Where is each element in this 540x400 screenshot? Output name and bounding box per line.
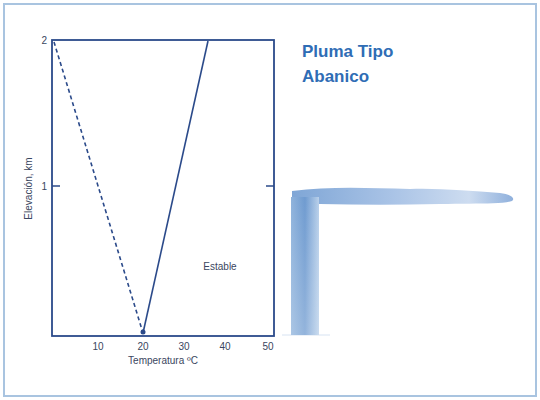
axis-title: Temperatura ºC: [128, 355, 198, 366]
tick: [52, 185, 60, 187]
tick: [266, 185, 274, 187]
axis-tick-label: 30: [178, 341, 189, 352]
smokestack-shade: [291, 197, 319, 335]
fanning-plume: [292, 188, 513, 205]
stability-label: Estable: [203, 261, 236, 272]
axis-tick-label: 20: [137, 341, 148, 352]
temperature-profile: [143, 41, 208, 333]
axis-title: Elevación, km: [23, 157, 34, 219]
axis-tick-label: 1: [41, 181, 47, 192]
panel-border: [4, 4, 536, 396]
diagram-title: Pluma Tipo Abanico: [302, 40, 422, 89]
axis-tick-label: 10: [92, 341, 103, 352]
smokestack: [291, 197, 319, 335]
adiabatic-line: [54, 42, 143, 333]
origin-dot: [141, 330, 146, 335]
axis-tick-label: 40: [219, 341, 230, 352]
graph-frame: [52, 40, 274, 336]
axis-tick-label: 50: [262, 341, 273, 352]
axis-tick-label: 2: [41, 35, 47, 46]
